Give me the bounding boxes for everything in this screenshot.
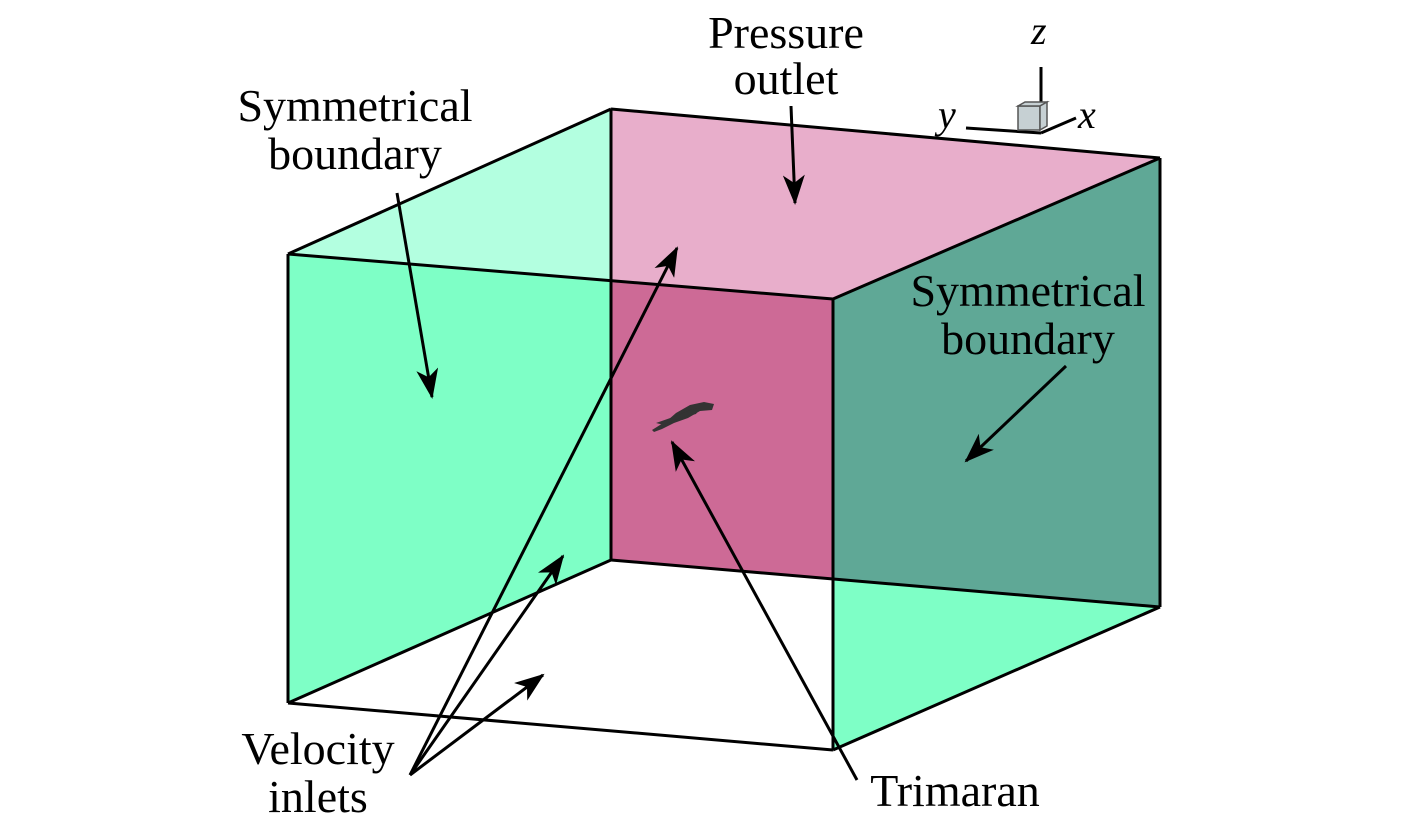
arrow-symmetrical-left xyxy=(395,192,439,399)
right-outer-face xyxy=(833,158,1160,607)
label-symmetrical-right: Symmetrical boundary xyxy=(910,265,1145,364)
pressure-outlet-line-2: outlet xyxy=(734,53,839,104)
label-velocity-inlets: Velocity inlets xyxy=(241,723,394,822)
arrow-trimaran xyxy=(670,440,859,781)
arrow-velocity-inlet-top xyxy=(408,246,679,776)
velocity-inlets-line-2: inlets xyxy=(268,771,368,822)
axis-triad: z y x xyxy=(934,8,1096,137)
arrow-velocity-inlet-side xyxy=(408,554,565,776)
y-axis-label: y xyxy=(934,92,956,137)
arrow-velocity-inlet-bottom xyxy=(409,673,545,777)
x-axis-line xyxy=(1040,116,1077,135)
annotation-arrows xyxy=(395,105,1068,781)
sym-right-line-2: boundary xyxy=(941,313,1115,364)
x-axis-label: x xyxy=(1077,92,1096,137)
sym-left-line-2: boundary xyxy=(268,128,442,179)
right-inner-face xyxy=(833,578,1160,750)
sym-right-line-1: Symmetrical xyxy=(910,265,1145,316)
label-trimaran: Trimaran xyxy=(870,765,1040,816)
back-wall-face xyxy=(611,282,833,578)
box-edges xyxy=(286,107,1162,752)
arrow-pressure-outlet xyxy=(782,105,805,205)
arrow-symmetrical-right xyxy=(964,364,1068,463)
label-symmetrical-left: Symmetrical boundary xyxy=(237,80,472,179)
y-axis-line xyxy=(965,126,1042,135)
trimaran-model xyxy=(652,402,714,432)
sym-left-line-1: Symmetrical xyxy=(237,80,472,131)
left-outer-face xyxy=(288,254,611,703)
axis-cube-icon xyxy=(1017,105,1041,131)
velocity-inlets-line-1: Velocity xyxy=(241,723,394,774)
z-axis-label: z xyxy=(1030,8,1047,53)
label-pressure-outlet: Pressure outlet xyxy=(708,7,864,104)
pressure-outlet-line-1: Pressure xyxy=(708,7,864,58)
